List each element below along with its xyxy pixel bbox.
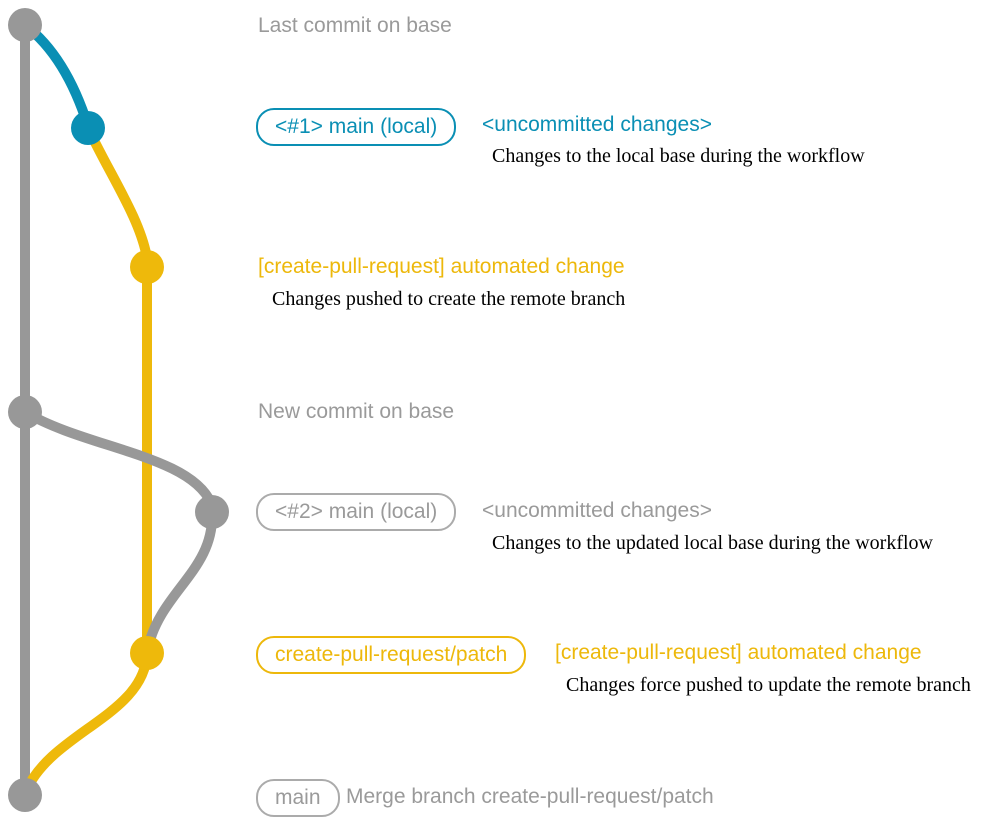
commit-title-uncommitted-1: <uncommitted changes> — [482, 113, 712, 136]
commit-title-automated-change-1: [create-pull-request] automated change — [258, 255, 625, 278]
branch-badge-main-local-1: <#1> main (local) — [256, 108, 457, 146]
label-merge-branch: Merge branch create-pull-request/patch — [346, 785, 714, 808]
commit-dot-local-uncommitted-2 — [195, 495, 229, 529]
branch-badge-main: main — [256, 779, 340, 817]
local-branch-curve — [20, 20, 93, 131]
git-graph-canvas — [8, 8, 229, 812]
commit-dot-merge — [8, 778, 42, 812]
commit-title-uncommitted-2: <uncommitted changes> — [482, 499, 712, 522]
remote-branch-line — [83, 123, 152, 658]
branch-badge-create-pull-request-patch: create-pull-request/patch — [256, 636, 527, 674]
commit-title-automated-change-2: [create-pull-request] automated change — [555, 641, 922, 664]
commit-dot-last-commit-on-base — [8, 8, 42, 42]
commit-dot-new-commit-on-base — [8, 395, 42, 429]
commit-note-automated-change-1: Changes pushed to create the remote bran… — [272, 288, 626, 310]
commit-dot-automated-change-2 — [130, 636, 164, 670]
commit-note-uncommitted-2: Changes to the updated local base during… — [492, 532, 933, 554]
commit-note-uncommitted-1: Changes to the local base during the wor… — [492, 145, 865, 167]
commit-dot-automated-change-1 — [130, 250, 164, 284]
label-last-commit-on-base: Last commit on base — [258, 14, 452, 37]
branch-badge-main-local-2: <#2> main (local) — [256, 493, 457, 531]
label-new-commit-on-base: New commit on base — [258, 400, 455, 423]
rebase-curve — [143, 507, 218, 653]
updated-local-branch-curve — [20, 407, 216, 508]
remote-merge-curve — [21, 648, 152, 796]
commit-dot-local-uncommitted-1 — [71, 111, 105, 145]
commit-note-automated-change-2: Changes force pushed to update the remot… — [566, 674, 971, 696]
